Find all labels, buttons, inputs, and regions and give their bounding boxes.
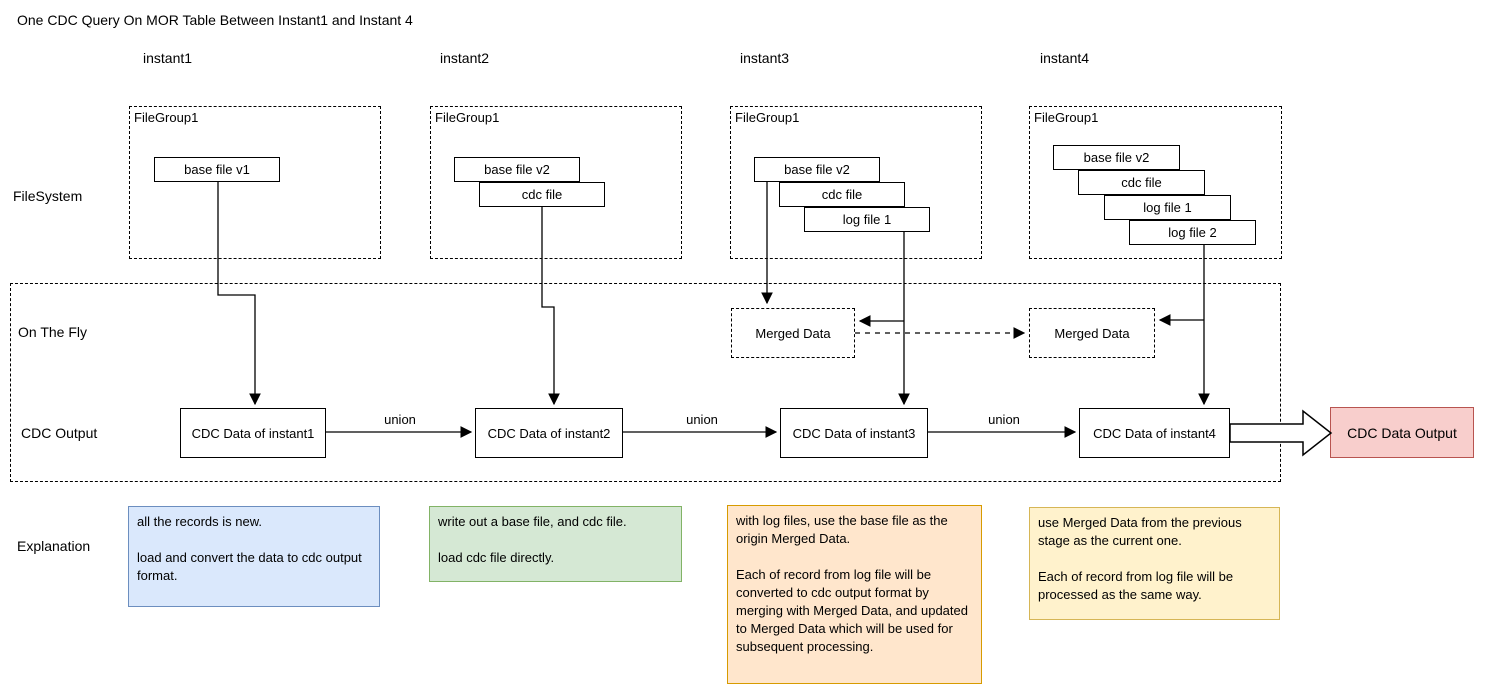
cdc-data-instant4: CDC Data of instant4	[1079, 408, 1230, 458]
file-cdc-instant2: cdc file	[479, 182, 605, 207]
column-header-instant1: instant1	[143, 50, 193, 66]
cdc-data-instant3: CDC Data of instant3	[780, 408, 928, 458]
column-header-instant3: instant3	[740, 50, 790, 66]
row-label-cdc-output: CDC Output	[21, 425, 98, 441]
column-header-instant4: instant4	[1040, 50, 1090, 66]
column-header-instant2: instant2	[440, 50, 490, 66]
cdc-data-output-box: CDC Data Output	[1330, 407, 1474, 458]
row-label-filesystem: FileSystem	[13, 188, 83, 204]
processing-container	[10, 283, 1281, 482]
explanation-instant3: with log files, use the base file as the…	[727, 505, 982, 684]
row-label-on-the-fly: On The Fly	[18, 324, 87, 340]
file-log2-instant4: log file 2	[1129, 220, 1256, 245]
explanation-instant1: all the records is new. load and convert…	[128, 506, 380, 607]
row-label-explanation: Explanation	[17, 538, 91, 554]
explanation-instant2: write out a base file, and cdc file. loa…	[429, 506, 682, 582]
filegroup-instant1: FileGroup1	[129, 106, 381, 259]
merged-data-instant4: Merged Data	[1029, 308, 1155, 358]
filegroup-instant4: FileGroup1	[1029, 106, 1282, 259]
diagram-title: One CDC Query On MOR Table Between Insta…	[17, 12, 413, 28]
file-log1-instant3: log file 1	[804, 207, 930, 232]
file-base-v2-instant2: base file v2	[454, 157, 580, 182]
union-label-2: union	[686, 412, 718, 427]
filegroup-instant2: FileGroup1	[430, 106, 682, 259]
union-label-3: union	[988, 412, 1020, 427]
file-cdc-instant4: cdc file	[1078, 170, 1205, 195]
filegroup-label: FileGroup1	[735, 110, 800, 125]
union-label-1: union	[384, 412, 416, 427]
filegroup-label: FileGroup1	[1034, 110, 1099, 125]
file-base-v2-instant4: base file v2	[1053, 145, 1180, 170]
file-log1-instant4: log file 1	[1104, 195, 1231, 220]
filegroup-label: FileGroup1	[435, 110, 500, 125]
explanation-instant4: use Merged Data from the previous stage …	[1029, 507, 1280, 620]
filegroup-instant3: FileGroup1	[730, 106, 982, 259]
filegroup-label: FileGroup1	[134, 110, 199, 125]
cdc-data-instant1: CDC Data of instant1	[180, 408, 326, 458]
file-base-v2-instant3: base file v2	[754, 157, 880, 182]
file-base-v1-instant1: base file v1	[154, 157, 280, 182]
cdc-data-instant2: CDC Data of instant2	[475, 408, 623, 458]
file-cdc-instant3: cdc file	[779, 182, 905, 207]
merged-data-instant3: Merged Data	[731, 308, 855, 358]
